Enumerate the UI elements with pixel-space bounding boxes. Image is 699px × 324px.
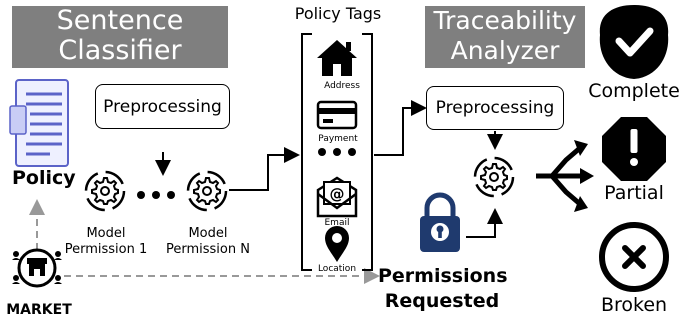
broken-label: Broken bbox=[600, 294, 668, 316]
lock-icon bbox=[420, 192, 460, 252]
email-icon: @ bbox=[316, 176, 358, 218]
traceability-analyzer-title-1: Traceability bbox=[433, 6, 577, 35]
model-permission-n-label: Model Permission N bbox=[160, 226, 256, 258]
partial-label: Partial bbox=[604, 182, 664, 204]
email-label: Email bbox=[324, 218, 350, 228]
address-label: Address bbox=[324, 81, 360, 91]
policy-tags-title: Policy Tags bbox=[294, 4, 382, 23]
model-1-line-2: Permission 1 bbox=[64, 242, 148, 257]
credit-card-icon bbox=[316, 100, 358, 130]
permissions-line-2: Requested bbox=[384, 290, 500, 312]
location-label: Location bbox=[317, 264, 357, 274]
gear-icon-analyzer bbox=[473, 156, 515, 198]
check-icon bbox=[599, 5, 669, 79]
policy-label: Policy bbox=[12, 167, 76, 189]
model-1-line-1: Model bbox=[86, 226, 126, 241]
permissions-line-1: Permissions bbox=[378, 265, 508, 287]
location-pin-icon bbox=[325, 226, 349, 262]
market-icon bbox=[12, 248, 62, 288]
close-circle-icon bbox=[599, 222, 669, 292]
traceability-analyzer-banner: Traceability Analyzer bbox=[425, 6, 585, 68]
gear-icon-model-1 bbox=[84, 170, 126, 212]
traceability-analyzer-title-2: Analyzer bbox=[450, 36, 560, 65]
sentence-classifier-title-1: Sentence bbox=[56, 5, 184, 36]
model-permission-1-label: Model Permission 1 bbox=[58, 226, 154, 258]
market-label: MARKET bbox=[6, 302, 72, 318]
octagon-alert-icon bbox=[602, 117, 666, 181]
sentence-classifier-banner: Sentence Classifier bbox=[12, 6, 228, 68]
svg-text:@: @ bbox=[330, 185, 345, 203]
model-n-line-1: Model bbox=[188, 226, 228, 241]
left-preprocessing-box: Preprocessing bbox=[95, 84, 230, 129]
right-preprocessing-box: Preprocessing bbox=[426, 86, 564, 130]
model-n-line-2: Permission N bbox=[166, 242, 250, 257]
permissions-requested-label: Permissions Requested bbox=[378, 264, 508, 314]
house-icon bbox=[317, 40, 357, 76]
policy-document-icon bbox=[9, 79, 69, 167]
complete-label: Complete bbox=[588, 80, 680, 102]
branch-arrows-icon bbox=[536, 146, 582, 206]
sentence-classifier-title-2: Classifier bbox=[58, 35, 182, 66]
gear-icon-model-n bbox=[186, 170, 228, 212]
payment-label: Payment bbox=[318, 134, 358, 144]
